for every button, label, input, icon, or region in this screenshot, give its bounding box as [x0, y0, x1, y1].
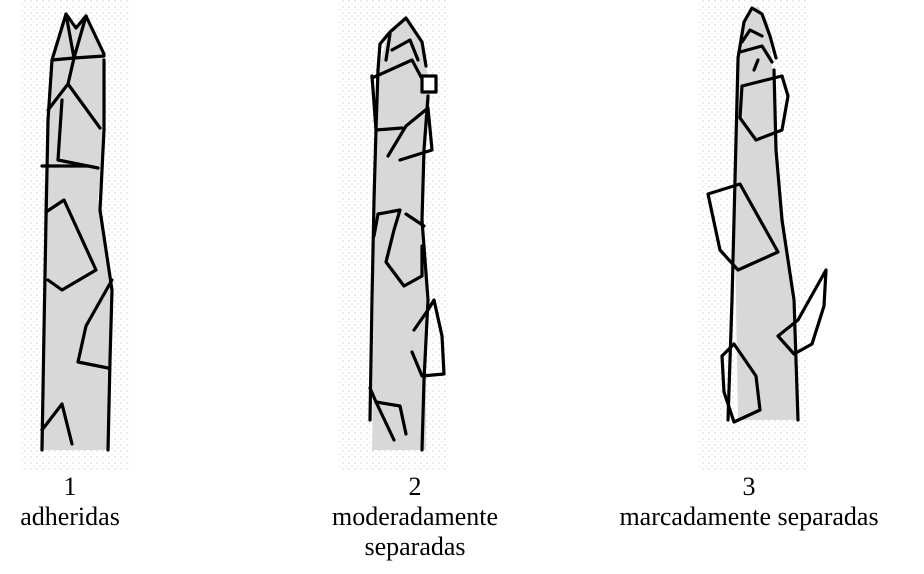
figure-number-1: 1 [0, 472, 140, 502]
figure-label-2: moderadamente separadas [300, 502, 530, 562]
asparagus-spear-1-illustration [0, 0, 150, 470]
caption-3: 3 marcadamente separadas [574, 472, 924, 532]
figure-number-3: 3 [574, 472, 924, 502]
figure-number-2: 2 [300, 472, 530, 502]
caption-2: 2 moderadamente separadas [300, 472, 530, 562]
figure-label-3: marcadamente separadas [574, 502, 924, 532]
caption-1: 1 adheridas [0, 472, 140, 532]
figure-label-1: adheridas [0, 502, 140, 532]
asparagus-spear-2-illustration [318, 0, 468, 470]
asparagus-spear-3-illustration [678, 0, 828, 470]
